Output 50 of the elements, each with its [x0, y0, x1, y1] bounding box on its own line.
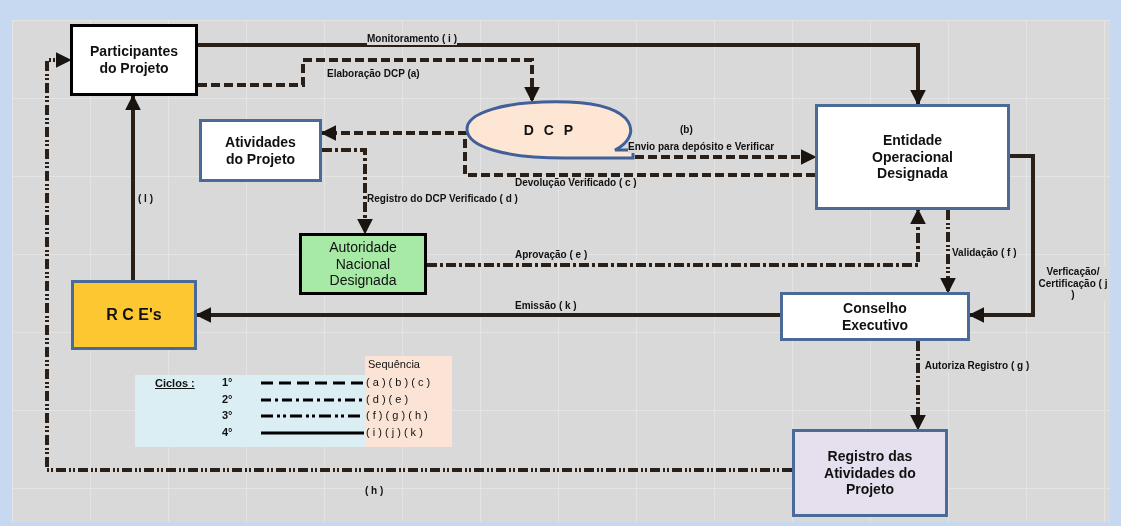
process-box	[815, 104, 1010, 210]
arrow	[45, 52, 792, 472]
node-text: D C P	[523, 121, 577, 139]
edge-label: ( h )	[365, 485, 384, 497]
step-label: (b)	[680, 124, 693, 135]
legend-title: Ciclos :	[155, 377, 195, 389]
arrow	[427, 208, 926, 267]
node-text: Entidade Operacional Designada	[871, 131, 954, 183]
process-box	[792, 429, 948, 517]
edge-label: Envio para depósito e Verificar	[628, 141, 775, 153]
node-text: R C E's	[106, 305, 162, 325]
arrow	[320, 125, 815, 177]
sequence-text: ( a ) ( b ) ( c )	[366, 376, 431, 388]
edge-label: Elaboração DCP (a)	[327, 68, 420, 80]
node-text: Autoridade Nacional Designada	[328, 238, 398, 290]
arrow	[195, 307, 780, 323]
node-text: Registro das Atividades do Projeto	[823, 447, 917, 499]
arrow	[910, 341, 926, 431]
edge-label: ( l )	[138, 193, 153, 205]
edge-label: Registro do DCP Verificado ( d )	[367, 193, 518, 205]
node-text: Atividades do Projeto	[224, 133, 297, 168]
node-text: Participantes do Projeto	[90, 43, 178, 77]
process-box	[780, 292, 970, 341]
sequence-text: ( i ) ( j ) ( k )	[366, 426, 423, 438]
edge-label: Emissão ( k )	[515, 300, 577, 312]
edge-label: Monitoramento ( i )	[367, 33, 457, 45]
sequence-text: ( d ) ( e )	[366, 393, 409, 405]
arrow	[968, 154, 1035, 323]
process-box	[199, 119, 322, 182]
arrow	[198, 43, 926, 106]
arrow	[322, 148, 373, 235]
edge-label: Aprovação ( e )	[515, 249, 588, 261]
arrow	[940, 210, 956, 294]
legend-column-heading: Sequência	[368, 358, 420, 370]
legend-label: 1°	[222, 376, 233, 388]
legend-label: 2°	[222, 393, 233, 405]
edge-label: Autoriza Registro ( g )	[922, 360, 1032, 372]
process-box	[70, 24, 198, 96]
edge-label: Devolução Verificado ( c )	[515, 177, 637, 189]
edge-label: Verficação/ Certificação ( j )	[1037, 266, 1109, 301]
arrow	[635, 149, 817, 165]
arrow	[125, 94, 141, 280]
legend-label: 3°	[222, 409, 233, 421]
edge-label: Validação ( f )	[952, 247, 1017, 259]
sequence-text: ( f ) ( g ) ( h )	[366, 409, 428, 421]
arrow	[198, 58, 540, 103]
process-box	[71, 280, 197, 350]
process-box	[299, 233, 427, 295]
legend-label: 4°	[222, 426, 233, 438]
node-text: Conselho Executivo	[840, 299, 910, 334]
